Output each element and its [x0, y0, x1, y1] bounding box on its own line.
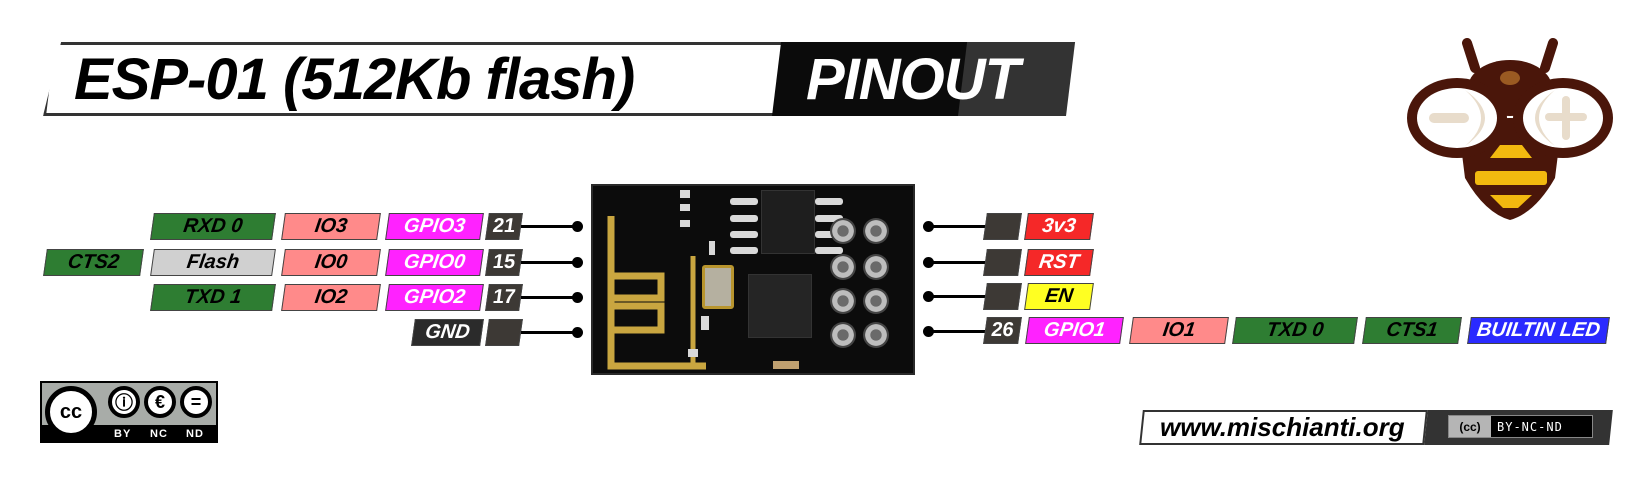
pin-gpio-label: GPIO1: [1025, 317, 1124, 344]
pin-wire: [928, 330, 986, 333]
pin-dot: [572, 327, 583, 338]
pin-number: [983, 283, 1022, 310]
pin-io-label: IO3: [281, 213, 381, 240]
pin-enable-label: EN: [1024, 283, 1094, 310]
header-pin: [863, 288, 889, 314]
site-url-link[interactable]: www.mischianti.org: [1160, 412, 1405, 442]
pin-led-label: BUILTIN LED: [1467, 317, 1610, 344]
smd-pad: [730, 198, 758, 205]
smd-pad: [815, 247, 843, 254]
nd-label: ND: [186, 428, 204, 440]
pin-wire: [521, 261, 576, 264]
smd-part: [701, 316, 709, 330]
smd-part: [688, 349, 698, 357]
pin-extra-label: CTS2: [43, 249, 144, 276]
pinout-label: PINOUT: [806, 47, 1020, 112]
smd-part: [680, 204, 690, 211]
esp8266-chip: [748, 274, 812, 338]
by-icon: ⓘ: [108, 386, 140, 418]
header-pin: [830, 288, 856, 314]
pin-gpio-label: GPIO3: [385, 213, 484, 240]
header-pin: [830, 254, 856, 280]
pin-number: 15: [485, 249, 523, 276]
pin-function-label: RXD 0: [150, 213, 276, 240]
pin-io-label: IO0: [281, 249, 381, 276]
nc-label: NC: [150, 428, 168, 440]
pin-dot: [572, 257, 583, 268]
header-pin: [863, 254, 889, 280]
license-badge: cc ⓘ € = BY NC ND: [40, 381, 218, 443]
smd-pad: [730, 215, 758, 222]
header-pin: [830, 218, 856, 244]
pin-function-label: Flash: [150, 249, 276, 276]
smd-pad: [815, 231, 843, 238]
pin-number: 21: [485, 213, 523, 240]
pin-io-label: IO2: [281, 284, 381, 311]
pin-dot: [572, 292, 583, 303]
by-label: BY: [114, 428, 132, 440]
pin-wire: [521, 225, 576, 228]
pin-number: [485, 319, 523, 346]
bee-logo-icon: [1407, 38, 1613, 220]
pin-number: 26: [983, 317, 1022, 344]
pin-wire: [928, 295, 986, 298]
crystal: [702, 265, 734, 309]
header-pin: [830, 322, 856, 348]
pin-gpio-label: GPIO0: [385, 249, 484, 276]
pin-number: [983, 213, 1022, 240]
license-text: BY-NC-ND: [1497, 419, 1563, 434]
pin-number: [983, 249, 1022, 276]
smd-pad: [730, 247, 758, 254]
pin-dot: [572, 221, 583, 232]
pin-wire: [521, 296, 576, 299]
smd-part: [680, 220, 690, 227]
smd-pad: [815, 215, 843, 222]
pin-reset-label: RST: [1024, 249, 1094, 276]
pin-function-label: TXD 1: [150, 284, 276, 311]
pin-power-label: 3v3: [1024, 213, 1094, 240]
smd-part: [773, 361, 799, 369]
smd-part: [680, 190, 690, 198]
cc-icon: cc: [45, 386, 97, 438]
pin-wire: [928, 225, 986, 228]
nc-icon: €: [144, 386, 176, 418]
smd-part: [709, 241, 715, 255]
esp01-board: [591, 184, 915, 375]
pcb-antenna: [607, 216, 706, 370]
header-pin: [863, 218, 889, 244]
smd-pad: [730, 231, 758, 238]
pin-wire: [928, 261, 986, 264]
pin-function-label: TXD 0: [1232, 317, 1358, 344]
pin-gnd-label: GND: [411, 319, 484, 346]
smd-pad: [815, 198, 843, 205]
pin-number: 17: [485, 284, 523, 311]
page-title: ESP-01 (512Kb flash): [74, 47, 635, 112]
pin-extra-label: CTS1: [1362, 317, 1462, 344]
pin-wire: [521, 331, 576, 334]
cc-small-icon: (cc): [1449, 416, 1491, 437]
pin-gpio-label: GPIO2: [385, 284, 484, 311]
nd-icon: =: [180, 386, 212, 418]
pin-io-label: IO1: [1129, 317, 1229, 344]
flash-chip: [761, 190, 815, 254]
header-pin: [863, 322, 889, 348]
footer-license-badge: (cc) BY-NC-ND: [1448, 415, 1593, 438]
